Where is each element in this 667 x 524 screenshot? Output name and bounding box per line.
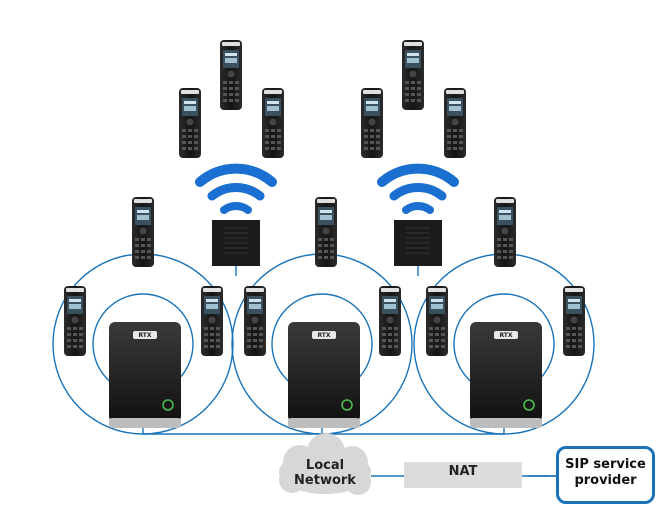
local-network-label-line1: Local xyxy=(305,458,345,473)
dect-handset-icon xyxy=(220,40,242,110)
base-brand-label: RTX xyxy=(138,332,151,339)
dect-handset-icon xyxy=(426,286,448,356)
dect-handset-icon xyxy=(444,88,466,158)
sip-provider-box: SIP service provider xyxy=(556,446,655,504)
sip-provider-label-line2: provider xyxy=(574,473,637,488)
dect-handset-icon xyxy=(494,197,516,267)
dect-handset-icon xyxy=(132,197,154,267)
dect-repeater-icon xyxy=(211,219,261,267)
dect-handset-icon xyxy=(64,286,86,356)
local-network-label-line2: Network xyxy=(294,473,356,488)
dect-handset-icon xyxy=(262,88,284,158)
dect-handset-icon xyxy=(379,286,401,356)
base-brand-label: RTX xyxy=(317,332,330,339)
dect-repeater-icon xyxy=(393,219,443,267)
dect-handset-icon xyxy=(361,88,383,158)
dect-handset-icon xyxy=(402,40,424,110)
base-brand-label: RTX xyxy=(499,332,512,339)
dect-handset-icon xyxy=(179,88,201,158)
sip-provider-label-line1: SIP service xyxy=(565,457,646,472)
dect-handset-icon xyxy=(201,286,223,356)
nat-bar xyxy=(404,462,522,488)
cloud-icon xyxy=(279,433,371,495)
local-network-label: Local Network xyxy=(280,458,370,488)
dect-handset-icon xyxy=(244,286,266,356)
dect-handset-icon xyxy=(315,197,337,267)
wireless-signal-icon xyxy=(195,163,459,214)
dect-handset-icon xyxy=(563,286,585,356)
nat-label: NAT xyxy=(448,464,478,479)
sip-provider-label: SIP service provider xyxy=(559,457,652,489)
